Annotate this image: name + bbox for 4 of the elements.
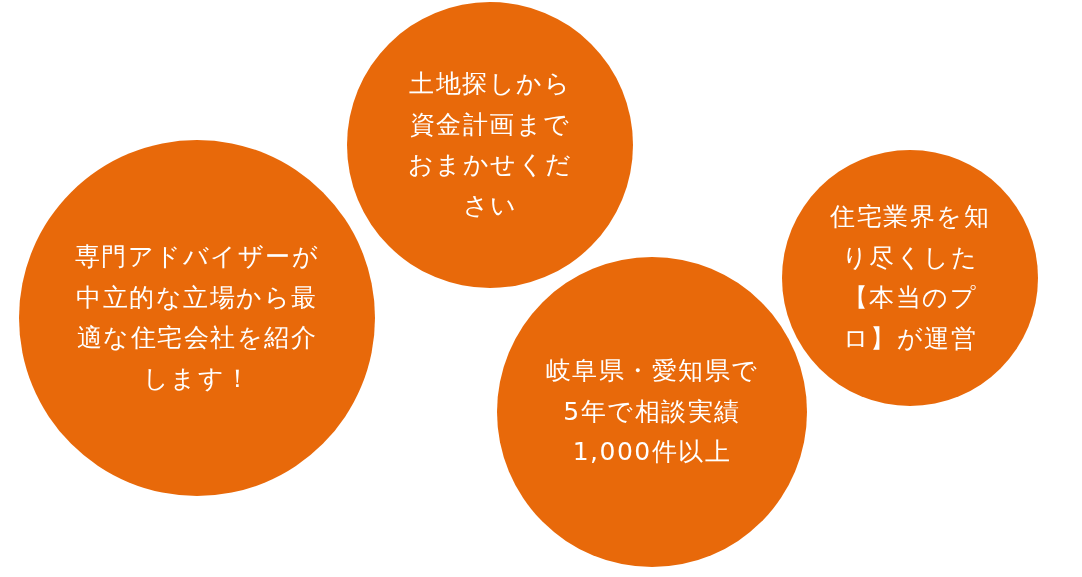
badge-text: 住宅業界を知り尽くした【本当のプロ】が運営 [829, 201, 991, 355]
badge-text: 土地探しから資金計画までおまかせください [406, 68, 574, 222]
badge-text: 専門アドバイザーが中立的な立場から最適な住宅会社を紹介します！ [73, 241, 321, 395]
badge-text: 岐阜県・愛知県で5年で相談実績1,000件以上 [544, 355, 760, 469]
